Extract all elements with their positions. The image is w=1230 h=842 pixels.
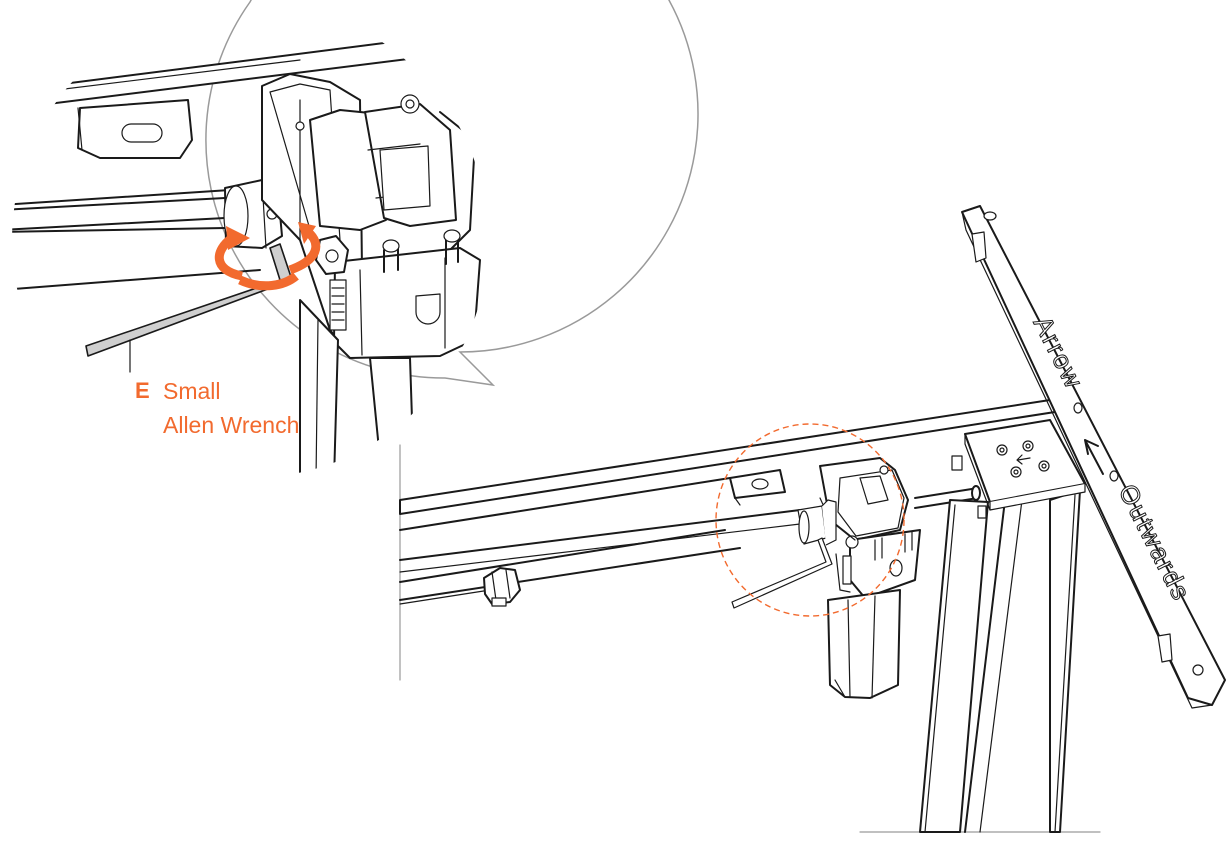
leg-column xyxy=(919,489,1081,833)
part-letter: E xyxy=(135,378,150,403)
wrench-main xyxy=(731,537,833,609)
rod xyxy=(399,485,981,573)
detail-circle xyxy=(715,423,905,617)
motor-unit xyxy=(797,455,987,699)
part-name-line1: Small xyxy=(163,378,221,404)
zoom-callout: E Small Allen Wrench xyxy=(12,0,699,478)
plate-arrow-icon xyxy=(1016,454,1031,465)
beam-tab xyxy=(729,469,786,506)
direction-arrow-icon xyxy=(1084,439,1104,475)
leg-top-plate xyxy=(964,419,1086,511)
rod-clip xyxy=(483,567,521,607)
cross-beam xyxy=(399,399,1056,605)
part-name-line2: Allen Wrench xyxy=(163,412,299,438)
rotate-arrows-icon xyxy=(214,222,321,291)
